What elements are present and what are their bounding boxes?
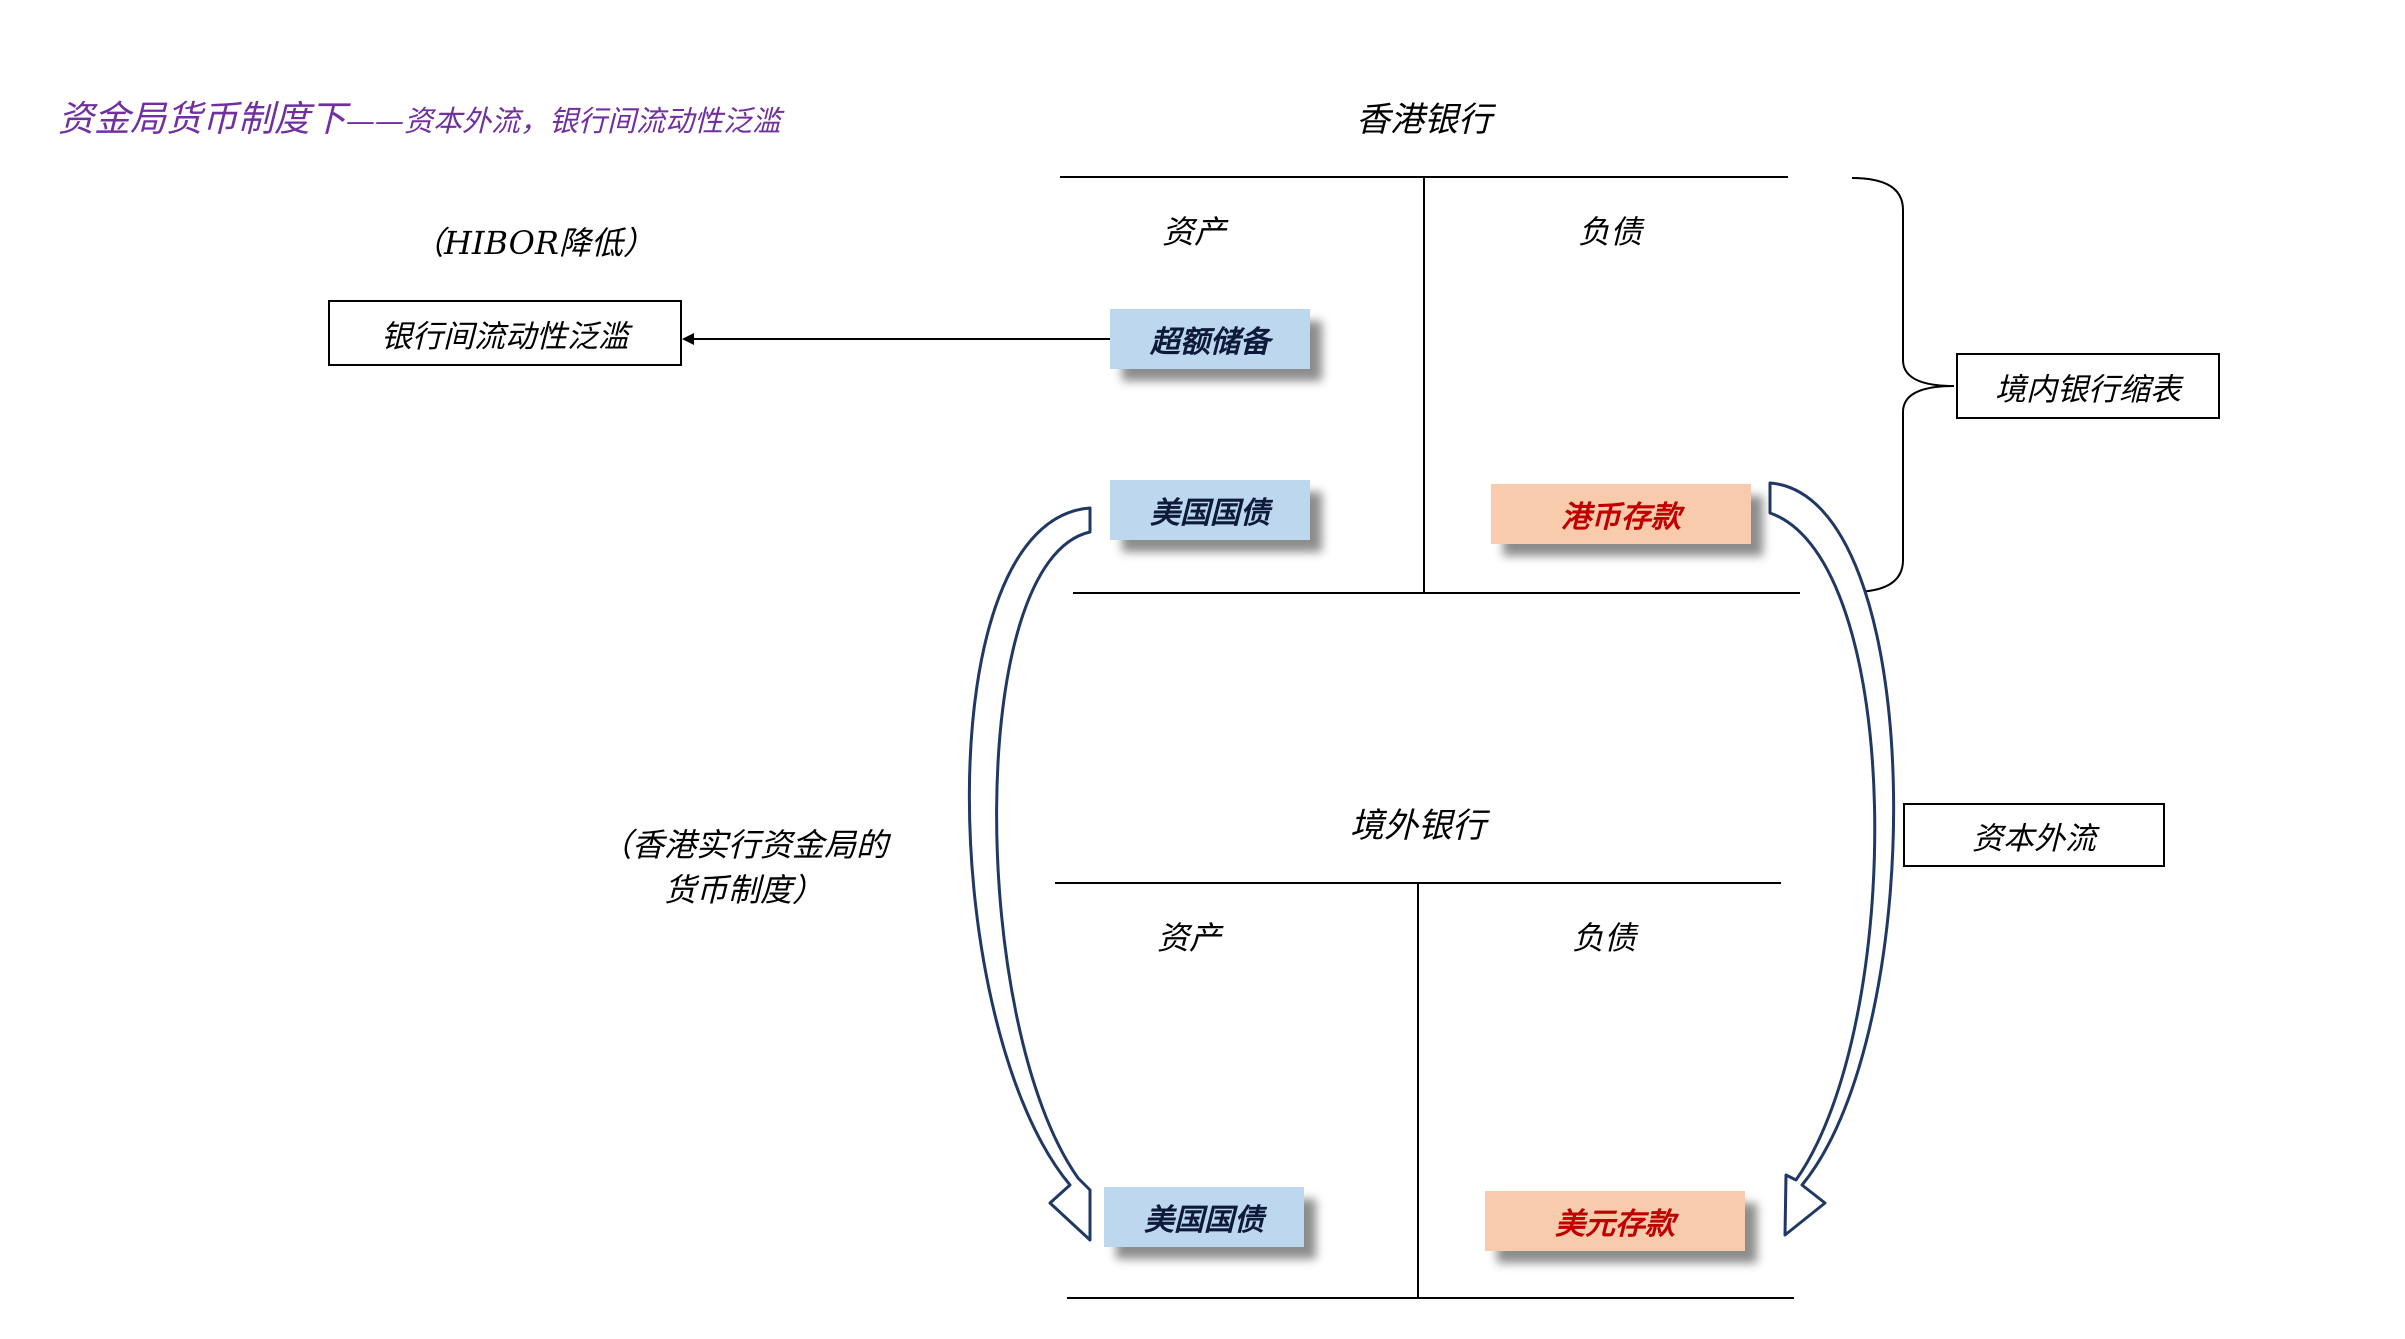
offshore-bank-liabilities-header: 负债 <box>1572 919 1637 957</box>
capital-outflow-box: 资本外流 <box>1903 803 2165 867</box>
usd-deposits-tag: 美元存款 <box>1485 1191 1745 1251</box>
hk-bank-assets-header: 资产 <box>1162 213 1227 251</box>
hk-us-treasuries-tag: 美国国债 <box>1110 480 1310 540</box>
brace-icon <box>1851 177 1955 593</box>
offshore-us-treasuries-tag: 美国国债 <box>1104 1187 1304 1247</box>
left-transfer-arrow-icon <box>967 506 1092 1242</box>
hkd-deposits-tag: 港币存款 <box>1491 484 1751 544</box>
offshore-bank-assets-header: 资产 <box>1157 919 1222 957</box>
currency-board-note-line1: （香港实行资金局的 <box>600 826 889 864</box>
hk-bank-liabilities-header: 负债 <box>1578 213 1643 251</box>
excess-reserves-tag: 超额储备 <box>1110 309 1310 369</box>
currency-board-note-line2: 货币制度） <box>664 871 825 909</box>
hibor-note: （HIBOR降低） <box>412 224 655 262</box>
liquidity-flood-box: 银行间流动性泛滥 <box>328 300 682 366</box>
slide-title: 资金局货币制度下——资本外流，银行间流动性泛滥 <box>58 90 781 142</box>
offshore-bank-title: 境外银行 <box>1350 806 1486 846</box>
domestic-shrink-box: 境内银行缩表 <box>1956 353 2220 419</box>
right-transfer-arrow-icon <box>1768 481 1896 1237</box>
title-sub: ——资本外流，银行间流动性泛滥 <box>346 104 782 138</box>
hk-bank-title: 香港银行 <box>1356 100 1492 140</box>
title-main: 资金局货币制度下 <box>58 99 347 140</box>
